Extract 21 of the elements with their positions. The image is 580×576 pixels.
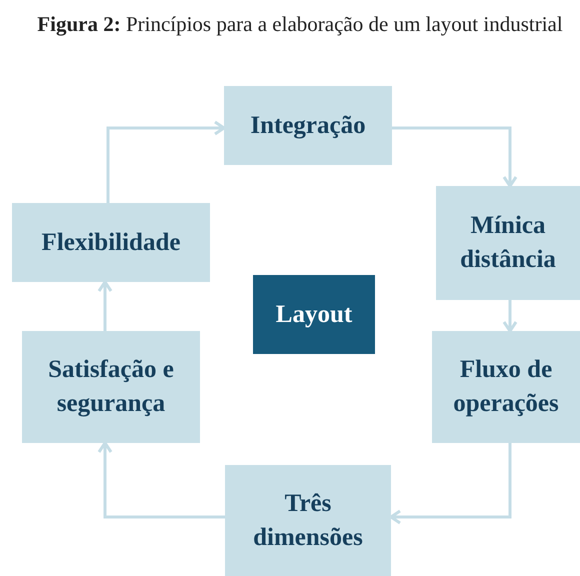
principle-box xyxy=(224,86,392,165)
arrow xyxy=(502,300,518,332)
arrow xyxy=(98,442,225,518)
arrow xyxy=(106,120,226,203)
arrow xyxy=(98,280,112,331)
box-label: Layout xyxy=(276,300,352,330)
principle-box xyxy=(432,331,580,443)
box-label: Satisfação e segurança xyxy=(47,355,175,419)
figure-title: Figura 2: Princípios para a elaboração de um layout industrial xyxy=(36,11,564,38)
box-label: Flexibilidade xyxy=(42,228,180,258)
box-label: Três dimensões xyxy=(252,488,364,552)
box-label: Mínica distância xyxy=(459,211,557,275)
box-label: Integração xyxy=(250,110,366,140)
principle-box xyxy=(12,203,210,282)
center-box xyxy=(253,275,375,354)
arrow xyxy=(392,126,518,188)
principle-box xyxy=(22,331,200,443)
box-label: Fluxo de operações xyxy=(452,355,560,419)
arrow xyxy=(390,443,512,524)
principle-box xyxy=(225,465,391,576)
principle-box xyxy=(436,186,580,300)
